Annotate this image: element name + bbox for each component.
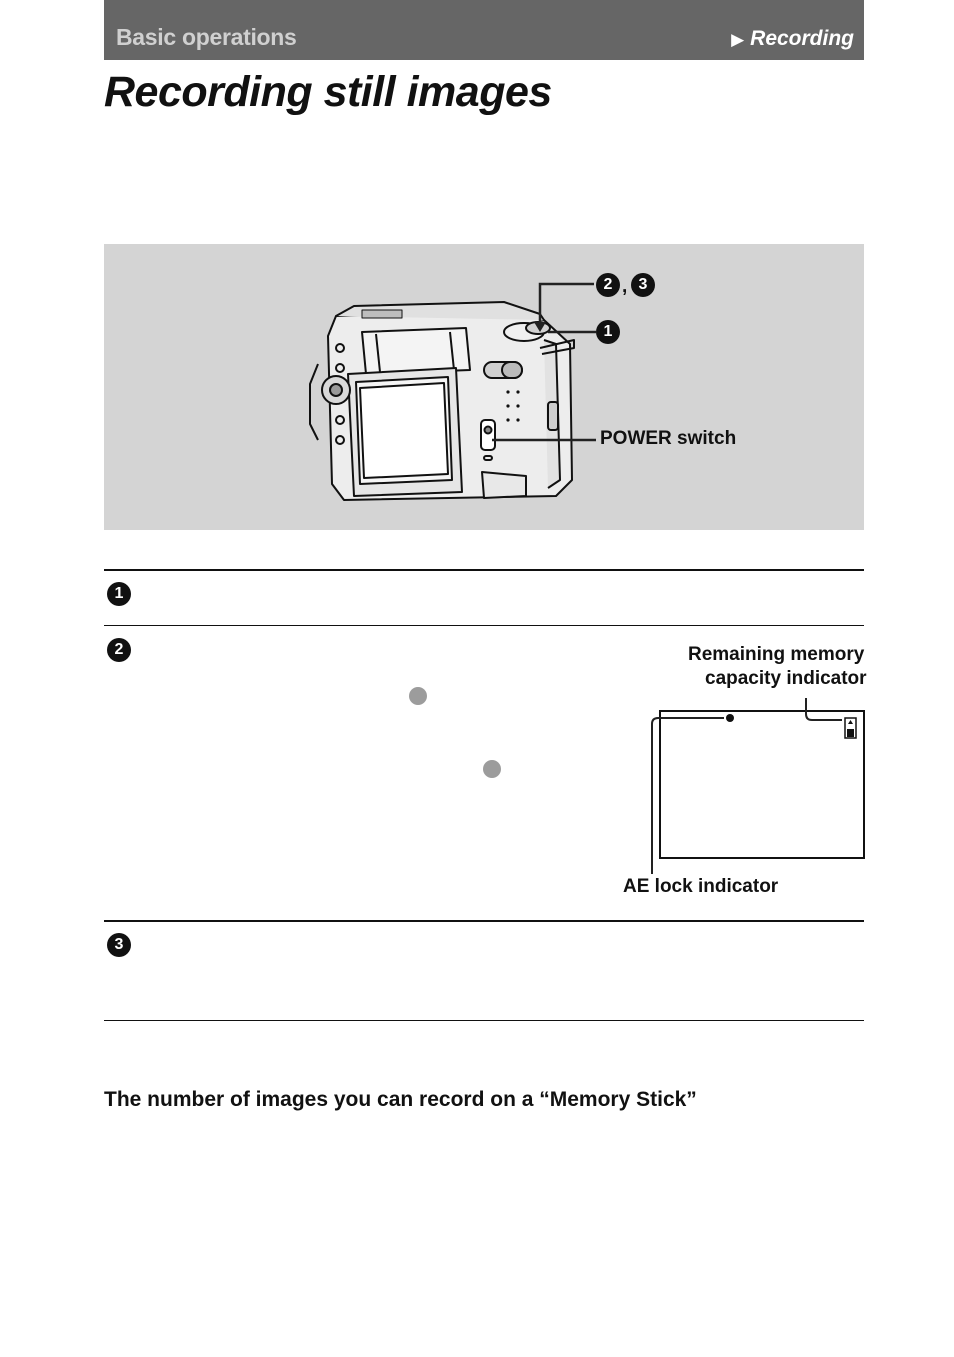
- remaining-memory-label-line1: Remaining memory: [688, 644, 865, 665]
- camera-drawing: [309, 282, 596, 501]
- ae-lock-label: AE lock indicator: [623, 876, 779, 897]
- camera-illustration: 2 , 3 1 POWER switch: [104, 244, 864, 530]
- callout-number-2: 2: [596, 273, 620, 297]
- header-section-title: Basic operations: [116, 24, 297, 50]
- page-title: Recording still images: [104, 68, 552, 116]
- callout-separator: ,: [622, 276, 628, 297]
- step-divider: [104, 625, 864, 626]
- step-divider-bottom: [104, 1020, 864, 1021]
- header-subsection: ▶ Recording: [731, 27, 854, 51]
- step-number-1: 1: [107, 582, 131, 606]
- callout-number-3: 3: [631, 273, 655, 297]
- memory-stick-heading: The number of images you can record on a…: [104, 1088, 697, 1111]
- step-number-2: 2: [107, 638, 131, 662]
- header-bar: Basic operations ▶ Recording: [104, 0, 864, 60]
- step-divider-top: [104, 569, 864, 571]
- lcd-screen-diagram: [659, 710, 865, 859]
- power-switch-label: POWER switch: [600, 428, 737, 449]
- callout-number-1: 1: [596, 320, 620, 344]
- remaining-memory-label-line2: capacity indicator: [705, 668, 867, 689]
- step-number-3: 3: [107, 933, 131, 957]
- step-divider: [104, 920, 864, 922]
- callout-arrowhead: [534, 322, 546, 332]
- indicator-dot-gray: [409, 687, 427, 705]
- right-triangle-icon: ▶: [731, 30, 745, 49]
- header-subsection-label: Recording: [750, 27, 854, 50]
- callout-line-shutter: [538, 282, 594, 326]
- indicator-dot-gray: [483, 760, 501, 778]
